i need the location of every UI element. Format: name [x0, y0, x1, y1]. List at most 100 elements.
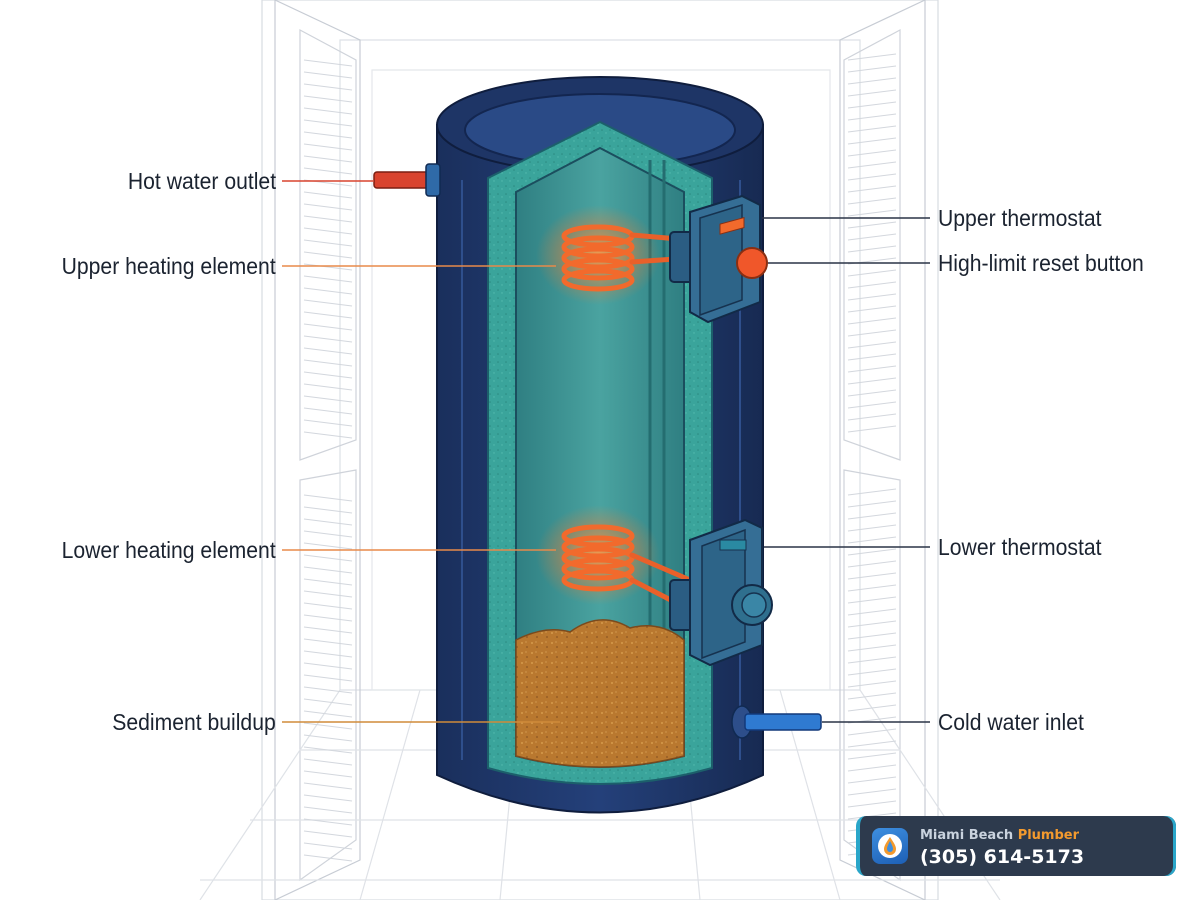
- louver-slat: [303, 542, 353, 550]
- louver-slat: [303, 590, 353, 598]
- louver-slat: [847, 125, 897, 133]
- louver-slat: [847, 680, 897, 688]
- louver-slat: [303, 650, 353, 658]
- louver-slat: [303, 155, 353, 163]
- louver-slat: [303, 215, 353, 223]
- louver-slat: [303, 335, 353, 343]
- coil-loop: [561, 546, 635, 570]
- louver-slat: [847, 608, 897, 616]
- louver-slat: [303, 239, 353, 247]
- louver-slat: [847, 341, 897, 349]
- upper-thermostat: [669, 194, 768, 324]
- label-high-limit-reset-button: High-limit reset button: [938, 250, 1144, 276]
- coil-loop: [561, 524, 635, 548]
- louver-slat: [303, 830, 353, 838]
- lower-thermostat: [669, 518, 773, 667]
- louver-slat: [303, 626, 353, 634]
- louver-slat: [303, 530, 353, 538]
- louver-slat: [847, 620, 897, 628]
- louver-slat: [847, 740, 897, 748]
- louver-slat: [303, 638, 353, 646]
- louver-slat: [847, 788, 897, 796]
- louver-slat: [847, 548, 897, 556]
- louver-slat: [303, 818, 353, 826]
- louver-slat: [847, 53, 897, 61]
- brand-name: Miami Beach Plumber: [920, 828, 1079, 843]
- water-drop-icon: [872, 828, 908, 864]
- louver-slat: [303, 698, 353, 706]
- louver-slat: [847, 293, 897, 301]
- label-upper-heating-element: Upper heating element: [61, 253, 276, 279]
- louver-slat: [303, 770, 353, 778]
- louver-slat: [847, 560, 897, 568]
- louver-slat: [847, 632, 897, 640]
- louver-slat: [303, 203, 353, 211]
- louver-slat: [847, 317, 897, 325]
- louver-slat: [303, 323, 353, 331]
- louver-slat: [847, 197, 897, 205]
- louver-slat: [847, 209, 897, 217]
- louver-slat: [303, 119, 353, 127]
- louver-slat: [847, 269, 897, 277]
- louver-slat: [303, 131, 353, 139]
- louver-slat: [847, 776, 897, 784]
- brand-phone: (305) 614-5173: [920, 846, 1085, 868]
- brand-name-part2: Plumber: [1017, 828, 1080, 843]
- louver-slat: [303, 854, 353, 862]
- louver-slat: [303, 794, 353, 802]
- louver-slat: [847, 401, 897, 409]
- louver-slat: [847, 425, 897, 433]
- louver-slat: [847, 113, 897, 121]
- louver-slat: [847, 173, 897, 181]
- louver-slat: [847, 137, 897, 145]
- label-sediment-buildup: Sediment buildup: [112, 709, 276, 735]
- louver-slat: [847, 365, 897, 373]
- brand-badge: Miami Beach Plumber (305) 614-5173: [856, 816, 1176, 876]
- louver-slat: [847, 764, 897, 772]
- louver-slat: [847, 149, 897, 157]
- louver-slat: [303, 554, 353, 562]
- louver-slat: [303, 518, 353, 526]
- louver-slat: [303, 734, 353, 742]
- louver-slat: [303, 383, 353, 391]
- louver-slat: [303, 311, 353, 319]
- louver-slat: [303, 59, 353, 67]
- cold-water-pipe: [731, 705, 822, 739]
- coil-loop: [561, 235, 635, 259]
- louver-slat: [303, 431, 353, 439]
- louver-slat: [303, 782, 353, 790]
- louver-slat: [847, 101, 897, 109]
- lower-heating-element: [536, 505, 693, 613]
- louver-slat: [303, 614, 353, 622]
- louver-slat: [847, 524, 897, 532]
- louver-slat: [303, 95, 353, 103]
- louver-slat: [847, 221, 897, 229]
- louver-slat: [303, 566, 353, 574]
- louver-slat: [847, 800, 897, 808]
- louver-slat: [303, 842, 353, 850]
- louver-slat: [847, 305, 897, 313]
- label-cold-water-inlet: Cold water inlet: [938, 709, 1084, 735]
- label-lower-heating-element: Lower heating element: [61, 537, 276, 563]
- louver-slat: [847, 389, 897, 397]
- upper-heating-element: [536, 205, 693, 305]
- louver-slat: [847, 65, 897, 73]
- louver-slat: [847, 77, 897, 85]
- louver-slat: [847, 377, 897, 385]
- louver-slat: [303, 143, 353, 151]
- louver-slat: [847, 245, 897, 253]
- louver-slat: [847, 353, 897, 361]
- louver-slat: [847, 584, 897, 592]
- louver-slat: [303, 287, 353, 295]
- louver-slat: [303, 227, 353, 235]
- louver-slat: [303, 191, 353, 199]
- louver-slat: [303, 263, 353, 271]
- label-hot-water-outlet: Hot water outlet: [127, 168, 276, 194]
- louver-slat: [847, 644, 897, 652]
- louver-slat: [303, 494, 353, 502]
- hot-water-pipe: [373, 163, 441, 197]
- louver-slat: [847, 704, 897, 712]
- louver-slat: [847, 281, 897, 289]
- louver-slat: [303, 167, 353, 175]
